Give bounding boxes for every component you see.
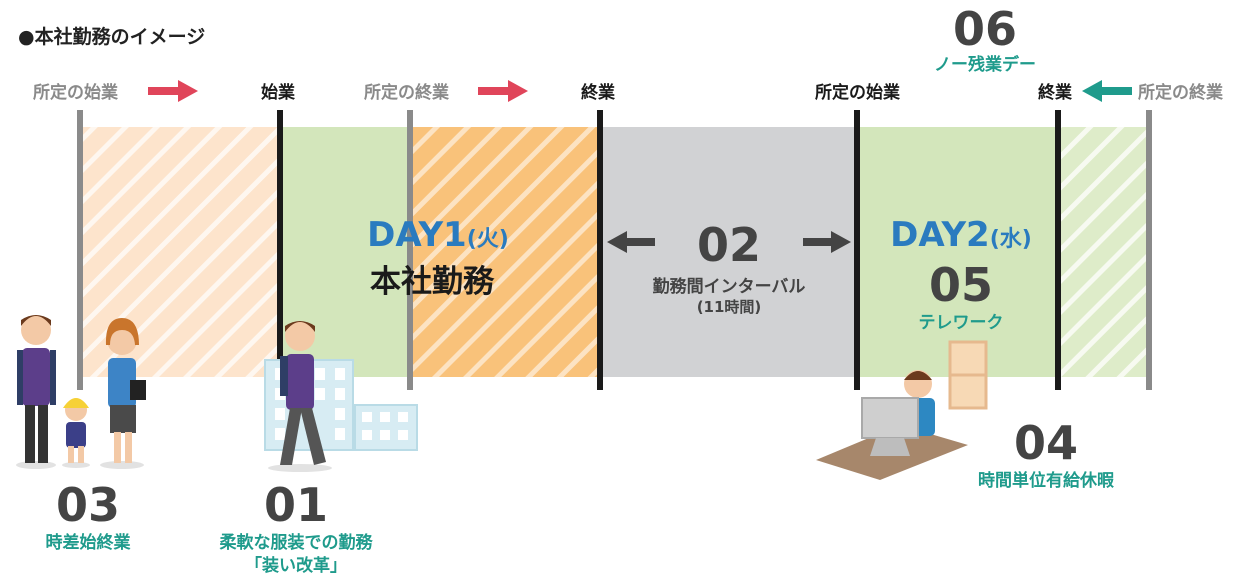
- item-04-number: 04: [1013, 416, 1079, 470]
- item-05-label: テレワーク: [918, 313, 1004, 333]
- item-03-number: 03: [55, 478, 121, 532]
- day1-title: DAY1(火): [367, 215, 509, 255]
- vline-actual-start: [277, 110, 283, 390]
- vline-scheduled-end-1: [407, 110, 413, 390]
- day1-caption: 本社勤務: [370, 264, 494, 300]
- arrow-right-icon: [148, 80, 198, 102]
- interval-sub: (11時間): [696, 298, 762, 316]
- item-01-label: 柔軟な服装での勤務: [219, 533, 373, 553]
- item-06-number: 06: [952, 2, 1018, 56]
- figure-title: ●本社勤務のイメージ: [18, 26, 206, 48]
- item-02-number: 02: [696, 218, 762, 272]
- label-actual-end-2: 終業: [1038, 83, 1072, 103]
- vline-scheduled-start-1: [77, 110, 83, 390]
- item-04-label: 時間単位有給休暇: [978, 471, 1114, 491]
- overtime-band: [412, 127, 599, 377]
- vline-scheduled-start-2: [854, 110, 860, 390]
- interval-band: [602, 127, 856, 377]
- office-worker-illustration: [264, 321, 418, 472]
- arrow-left-icon: [1082, 80, 1132, 102]
- vline-actual-end-2: [1055, 110, 1061, 390]
- telework-desk-illustration: [816, 340, 988, 480]
- early-end-band: [1060, 127, 1148, 377]
- item-01-label-2: 「装い改革」: [245, 556, 347, 576]
- item-03-label: 時差始終業: [45, 533, 131, 553]
- vline-actual-end-1: [597, 110, 603, 390]
- label-scheduled-start-2: 所定の始業: [815, 83, 900, 103]
- arrow-left-icon: [607, 231, 655, 253]
- interval-label: 勤務間インターバル: [652, 277, 806, 297]
- day2-title: DAY2(水): [890, 215, 1032, 255]
- item-01-number: 01: [263, 478, 329, 532]
- label-scheduled-end-2: 所定の終業: [1138, 83, 1223, 103]
- label-scheduled-end-1: 所定の終業: [364, 83, 449, 103]
- item-06-label: ノー残業デー: [934, 55, 1036, 75]
- label-actual-start: 始業: [261, 83, 295, 103]
- arrow-right-icon: [803, 231, 851, 253]
- arrow-right-icon: [478, 80, 528, 102]
- vline-scheduled-end-2: [1146, 110, 1152, 390]
- day2-work-band: [859, 127, 1057, 377]
- label-actual-end-1: 終業: [581, 83, 615, 103]
- item-05-number: 05: [928, 258, 994, 312]
- label-scheduled-start-1: 所定の始業: [33, 83, 118, 103]
- family-illustration: [16, 315, 146, 469]
